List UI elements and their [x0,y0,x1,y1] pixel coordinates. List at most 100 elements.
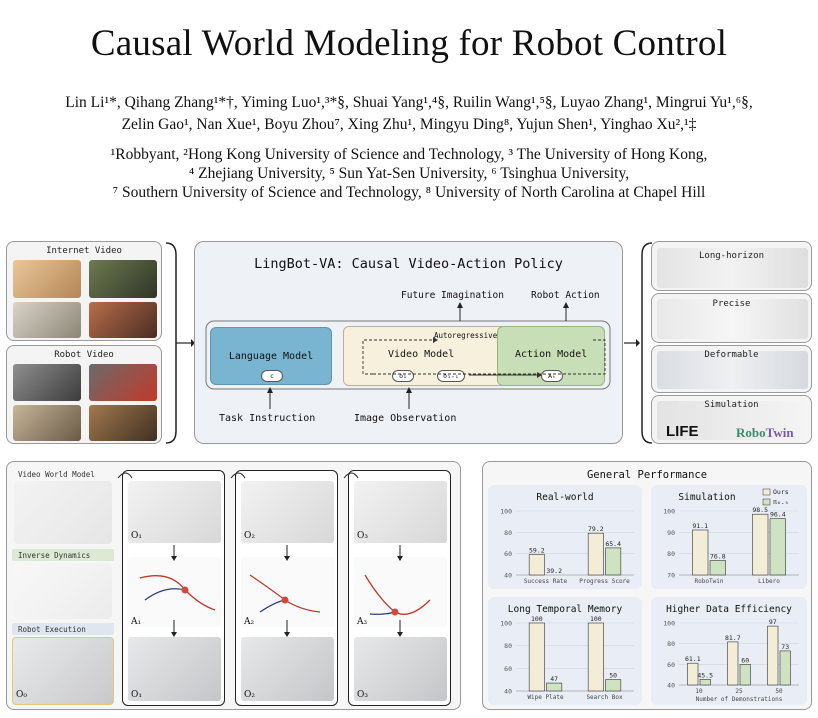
y-tick-label: 70 [667,572,675,580]
execution-frame [354,637,447,701]
bar-pi [546,682,563,692]
execution-frame [241,637,334,701]
bar-pi [769,518,786,576]
trajectory-plot [354,557,447,627]
data-label: 47 [550,675,558,683]
y-tick-label: 80 [504,642,512,650]
x-tick-label: Success Rate [524,578,568,585]
policy-arrows [205,302,611,409]
video-thumbnail [13,260,81,298]
y-tick-label: 40 [504,572,512,580]
x-axis-label: Number of Demonstrations [696,696,783,703]
predicted-frame [241,481,334,543]
robot-video-label: Robot Video [54,350,114,360]
chart-title: Real-world [536,492,594,503]
autoregressive-loop [362,337,606,378]
bar-ours [752,513,769,576]
obs-label: O₂ [244,690,255,700]
chart-title: Higher Data Efficiency [666,604,792,615]
y-tick-label: 40 [667,682,675,690]
language-model-label: Language Model [228,351,314,362]
data-label: 73 [781,643,789,651]
language-model-block: Language Model c [210,327,332,385]
trajectory-plot [241,557,334,627]
step-column-1: O₁ A₁ O₁ [122,470,225,706]
robotwin-logo: RoboTwin [736,425,794,441]
bar-pi [709,560,726,576]
robot-scene-image [657,299,808,339]
data-label: 45.5 [697,671,713,679]
bar-ours [528,622,545,692]
robot-execution-frame [12,637,114,705]
bar-ours [692,529,709,576]
paper-title: Causal World Modeling for Robot Control [90,23,728,64]
left-bracket-arrow [165,242,195,444]
deformable-label: Deformable [704,350,759,360]
obs-label: O₁ [131,531,142,541]
obs-label: O₃ [357,531,368,541]
autoregressive-label: Autoregressive [434,331,498,340]
action-model-label: Action Model [515,349,588,360]
y-tick-label: 80 [667,640,675,648]
y-tick-label: 60 [667,661,675,669]
bar-ours [528,554,545,576]
y-tick-label: 80 [667,550,675,558]
image-observation-label: Image Observation [354,413,457,424]
a-token: Aₜ [541,370,563,382]
obs-label: O₃ [357,690,368,700]
y-tick-label: 60 [504,550,512,558]
legend-label: π₀.₅ [773,498,789,506]
inverse-dynamics-image [14,564,112,619]
predicted-frame [354,481,447,543]
y-tick-label: 100 [500,508,512,516]
y-tick-label: 40 [504,688,512,696]
data-label: 61.1 [685,655,701,663]
precise-panel: Precise [651,293,812,343]
data-label: 65.4 [605,540,621,548]
data-label: 60 [741,656,749,664]
trajectory-plot [128,557,221,627]
data-label: 50 [609,672,617,680]
x-tick-label: Wipe Plate [527,694,564,701]
long-horizon-panel: Long-horizon [651,241,812,291]
precise-label: Precise [712,299,751,309]
y-tick-label: 90 [667,529,675,537]
robot-video-panel: Robot Video [6,345,162,444]
step-column-3: O₃ A₃ O₃ [348,470,451,706]
bar-ours [587,532,604,576]
inverse-dynamics-label: Inverse Dynamics [18,551,91,560]
internet-video-panel: Internet Video [6,241,162,341]
affiliation-list: ¹Robbyant, ²Hong Kong University of Scie… [8,145,810,202]
video-world-model-label: Video World Model [18,470,95,479]
simulation-panel: Simulation LIFE RoboTwin [651,395,812,444]
data-label: 59.2 [529,547,545,555]
action-model-block: Action Model Aₜ [497,326,605,386]
robot-action-label: Robot Action [531,290,600,301]
y-tick-label: 60 [504,665,512,673]
bar-pi [605,679,622,692]
data-label: 76.8 [710,552,726,560]
obs-label: O₁ [131,690,142,700]
legend-swatch [762,488,771,496]
data-label: 100 [590,615,602,623]
data-label: 96.4 [770,511,786,519]
long-horizon-label: Long-horizon [698,251,765,261]
y-tick-label: 100 [500,620,512,628]
obs-label-0: O₀ [16,690,27,700]
author-list: Lin Li¹*, Qihang Zhang¹*†, Yiming Luo¹,³… [8,92,810,136]
o-next-token: o₁₊₁ [437,370,465,382]
affiliation-line: ⁴ Zhejiang University, ⁵ Sun Yat-Sen Uni… [188,165,630,182]
action-label: A₁ [131,617,142,627]
bar-pi [739,664,751,686]
video-model-label: Video Model [388,349,455,360]
data-label: 98.5 [752,506,768,514]
y-tick-label: 100 [663,508,675,516]
bar-pi [699,679,711,686]
y-tick-label: 80 [504,529,512,537]
video-thumbnail [89,302,157,338]
data-label: 100 [531,615,543,623]
